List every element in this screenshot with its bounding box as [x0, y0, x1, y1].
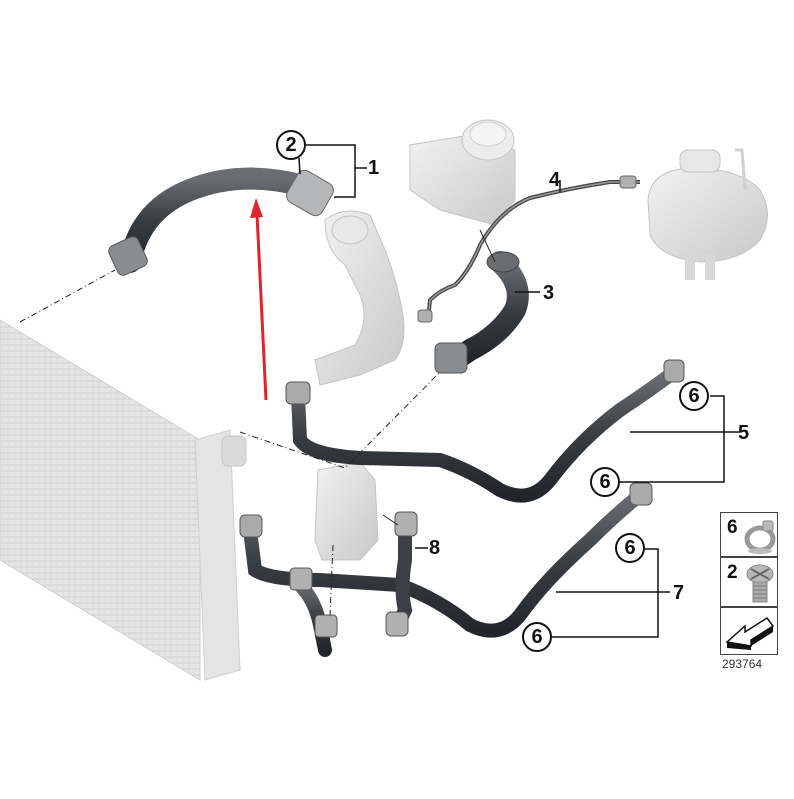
hose-part-7: [239, 482, 653, 657]
legend-label: 2: [727, 562, 738, 583]
arrow-direction-icon: [725, 616, 775, 650]
callout-2-clamp-screw: 2: [276, 130, 306, 160]
callout-6-clamp: 6: [679, 381, 709, 411]
coolant-pump-housing: [409, 119, 516, 226]
legend-item-direction: [720, 607, 778, 655]
expansion-tank: [647, 148, 768, 280]
bleed-screw-icon: [746, 564, 774, 603]
leader-lines: [298, 144, 740, 638]
part-number-4: 4: [549, 169, 561, 191]
part-number-3: 3: [543, 282, 555, 304]
hose-part-8: [385, 511, 418, 637]
red-indicator-arrow: [250, 198, 268, 401]
oil-cooler: [314, 461, 379, 561]
legend-item-screw: 2: [720, 557, 778, 607]
callout-6-clamp: 6: [522, 622, 552, 652]
diagram-id: 293764: [722, 657, 763, 671]
callout-6-clamp: 6: [590, 467, 620, 497]
part-number-8: 8: [429, 537, 441, 559]
thermostat-housing: [314, 210, 405, 386]
callout-6-clamp: 6: [615, 533, 645, 563]
hose-part-1: [108, 167, 334, 276]
hose-part-5: [285, 359, 685, 503]
assembly-lines: [19, 229, 496, 616]
line-part-4: [417, 175, 640, 323]
part-number-5: 5: [738, 422, 750, 444]
part-number-7: 7: [673, 582, 685, 604]
radiator: [0, 319, 247, 681]
hose-clamp-icon: [744, 520, 776, 554]
hose-part-3: [434, 251, 529, 374]
legend-label: 6: [727, 517, 738, 538]
legend-item-clamp: 6: [720, 512, 778, 557]
part-number-1: 1: [368, 157, 380, 179]
